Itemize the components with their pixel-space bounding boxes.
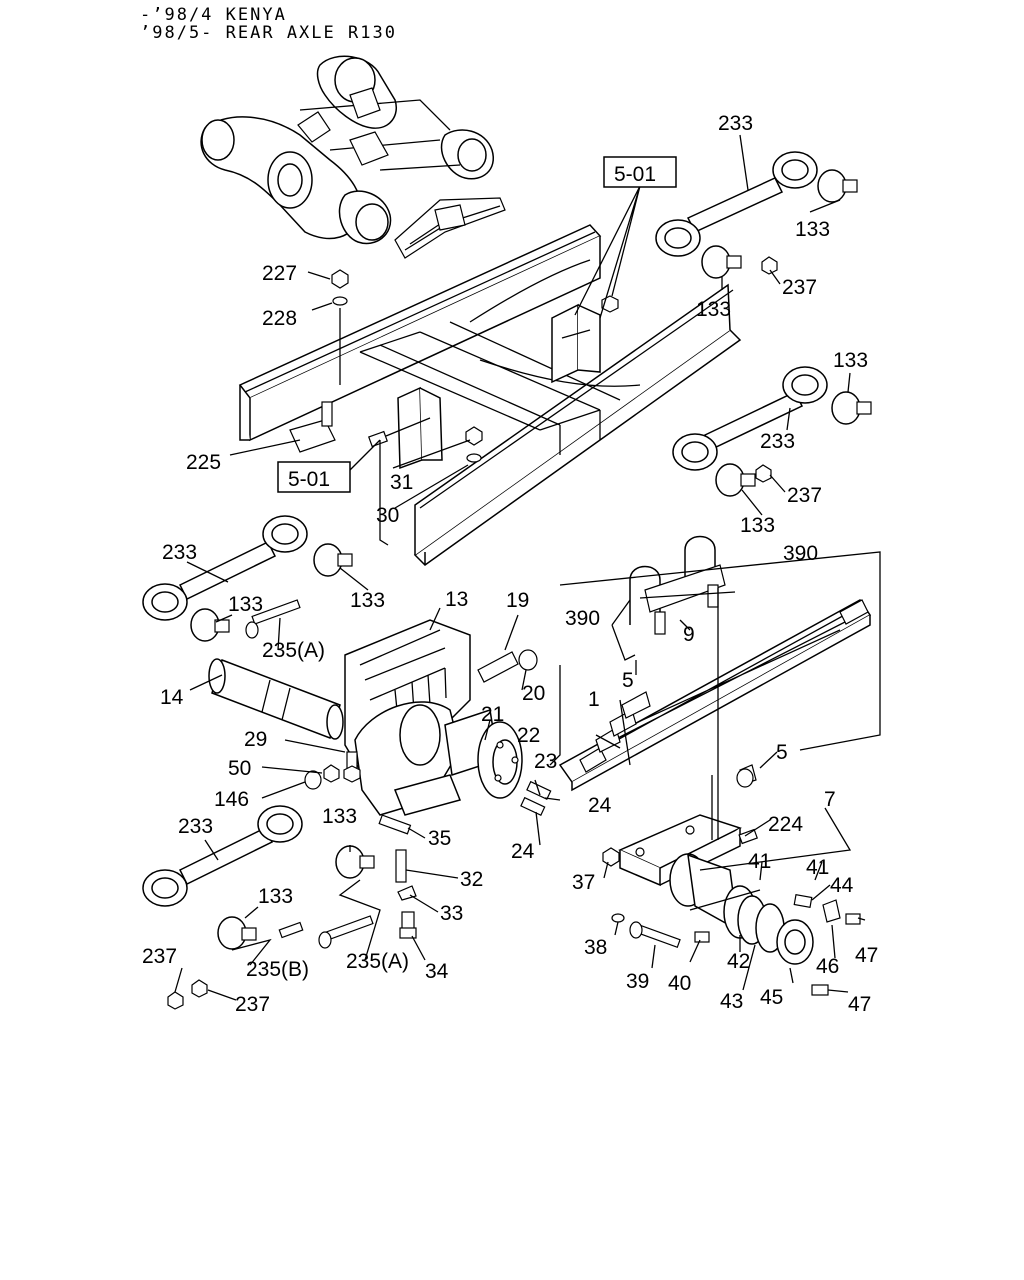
label-32: 32 — [460, 868, 483, 891]
axle-tube-14 — [208, 658, 344, 740]
label-233-mid: 233 — [760, 430, 795, 453]
label-235A-b: 235(A) — [346, 950, 409, 973]
label-34: 34 — [425, 960, 449, 983]
leaf-spring — [558, 599, 872, 792]
label-39: 39 — [626, 970, 649, 993]
label-133-g: 133 — [322, 805, 357, 828]
label-146: 146 — [214, 788, 249, 811]
axle-housing — [344, 619, 523, 816]
label-237-a: 237 — [782, 276, 817, 299]
label-35: 35 — [428, 827, 451, 850]
label-29: 29 — [244, 728, 267, 751]
label-13: 13 — [445, 588, 468, 611]
label-390-mid: 390 — [565, 607, 600, 630]
label-44: 44 — [830, 874, 854, 897]
label-47-a: 47 — [855, 944, 878, 967]
pins-19-20 — [477, 649, 538, 683]
ref-label-left: 5-01 — [288, 468, 330, 491]
label-237-c: 237 — [142, 945, 177, 968]
label-225: 225 — [186, 451, 221, 474]
ref-box-top — [603, 156, 677, 188]
label-38: 38 — [584, 936, 607, 959]
label-24-b: 24 — [511, 840, 535, 863]
torque-rod-mid-left — [142, 515, 308, 621]
label-235A-a: 235(A) — [262, 639, 325, 662]
label-233-left: 233 — [162, 541, 197, 564]
label-133-c: 133 — [833, 349, 868, 372]
label-390-top: 390 — [783, 542, 818, 565]
label-9: 9 — [683, 623, 695, 646]
label-227: 227 — [262, 262, 297, 285]
label-7: 7 — [824, 788, 836, 811]
label-20: 20 — [522, 682, 545, 705]
part-labels: 233 133 133 237 227 228 225 31 30 133 23… — [142, 112, 878, 1016]
hub-assembly — [602, 764, 861, 996]
label-235B: 235(B) — [246, 958, 309, 981]
fasteners-29-50-146 — [304, 751, 361, 790]
label-31: 31 — [390, 471, 413, 494]
label-228: 228 — [262, 307, 297, 330]
label-33: 33 — [440, 902, 463, 925]
label-1: 1 — [588, 688, 600, 711]
ref-label-top: 5-01 — [614, 163, 656, 186]
leader-lines — [174, 134, 881, 1001]
label-50: 50 — [228, 757, 251, 780]
label-46: 46 — [816, 955, 839, 978]
torque-rod-lower-left — [142, 805, 303, 907]
label-19: 19 — [506, 589, 529, 612]
label-224: 224 — [768, 813, 803, 836]
label-21: 21 — [481, 703, 504, 726]
label-23: 23 — [534, 750, 557, 773]
label-45: 45 — [760, 986, 783, 1009]
label-5-a: 5 — [622, 669, 634, 692]
label-133-d: 133 — [740, 514, 775, 537]
label-233-top: 233 — [718, 112, 753, 135]
label-41-b: 41 — [806, 856, 829, 879]
label-133-e: 133 — [350, 589, 385, 612]
label-42: 42 — [727, 950, 750, 973]
label-133-b: 133 — [696, 298, 731, 321]
label-30: 30 — [376, 504, 399, 527]
header-line-2: ’98/5- REAR AXLE R130 — [140, 23, 397, 43]
label-41-a: 41 — [748, 850, 771, 873]
axle-assembly-overview — [200, 55, 506, 259]
label-40: 40 — [668, 972, 691, 995]
label-24-a: 24 — [588, 794, 612, 817]
header-line-1: -’98/4 KENYA — [140, 5, 287, 25]
torque-rod-mid-right — [672, 366, 828, 471]
chassis-frame — [238, 224, 742, 566]
rubber-bushings — [190, 169, 872, 950]
label-133-a: 133 — [795, 218, 830, 241]
bolts-235 — [245, 599, 374, 949]
label-237-d: 237 — [235, 993, 270, 1016]
label-47-b: 47 — [848, 993, 871, 1016]
label-237-b: 237 — [787, 484, 822, 507]
u-bolts-9 — [629, 535, 726, 635]
label-5-b: 5 — [776, 741, 788, 764]
lock-nuts-237 — [167, 256, 778, 1010]
label-22: 22 — [517, 724, 540, 747]
label-133-h: 133 — [258, 885, 293, 908]
label-43: 43 — [720, 990, 743, 1013]
label-133-f: 133 — [228, 593, 263, 616]
label-233-lower: 233 — [178, 815, 213, 838]
label-14: 14 — [160, 686, 184, 709]
ref-box-left — [277, 461, 351, 493]
torque-rod-upper-right — [655, 151, 818, 257]
label-37: 37 — [572, 871, 595, 894]
